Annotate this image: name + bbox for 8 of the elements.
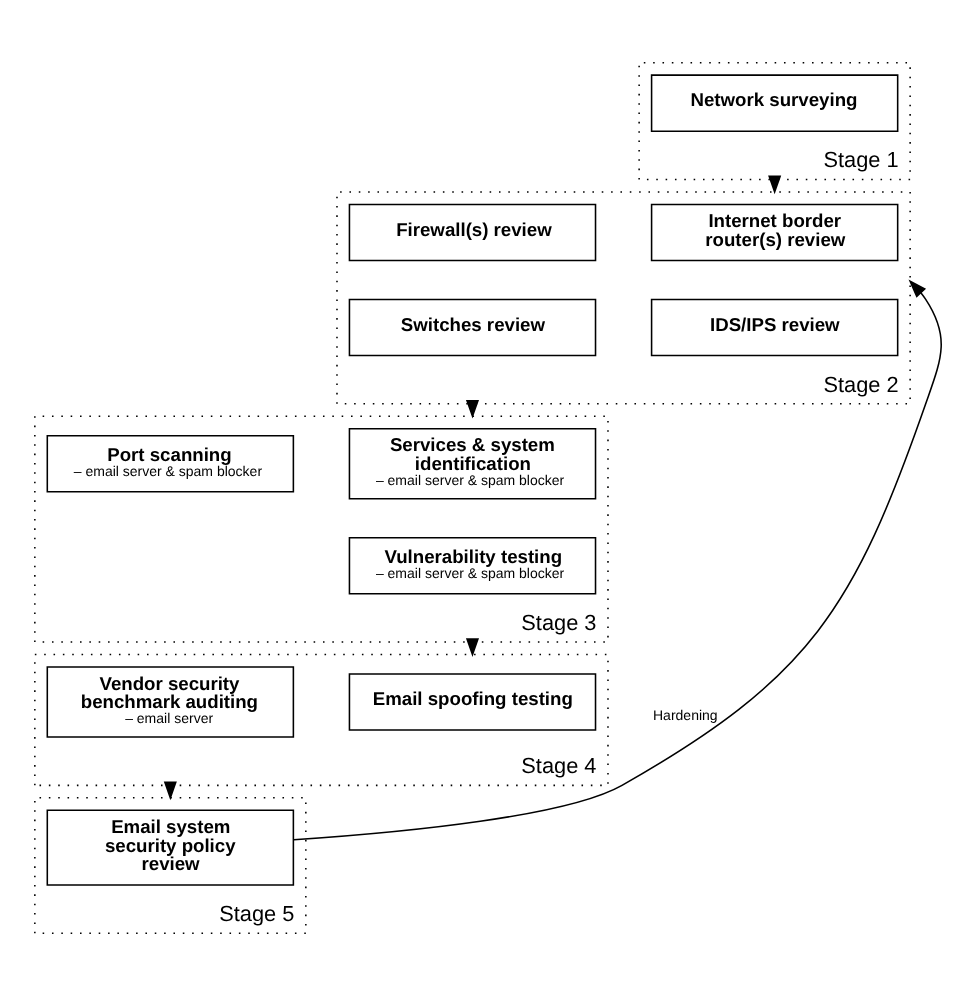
node-box: Firewall(s) review xyxy=(348,202,597,261)
node-box: Email spoofing testing xyxy=(348,672,597,730)
node-box: IDS/IPS review xyxy=(650,297,899,356)
arrow xyxy=(293,278,942,840)
node-box: Email system security policy review xyxy=(46,808,295,885)
node-box: Switches review xyxy=(348,297,597,356)
node-box: Internet border router(s) review xyxy=(650,202,899,261)
node-box: Network surveying xyxy=(650,73,899,131)
